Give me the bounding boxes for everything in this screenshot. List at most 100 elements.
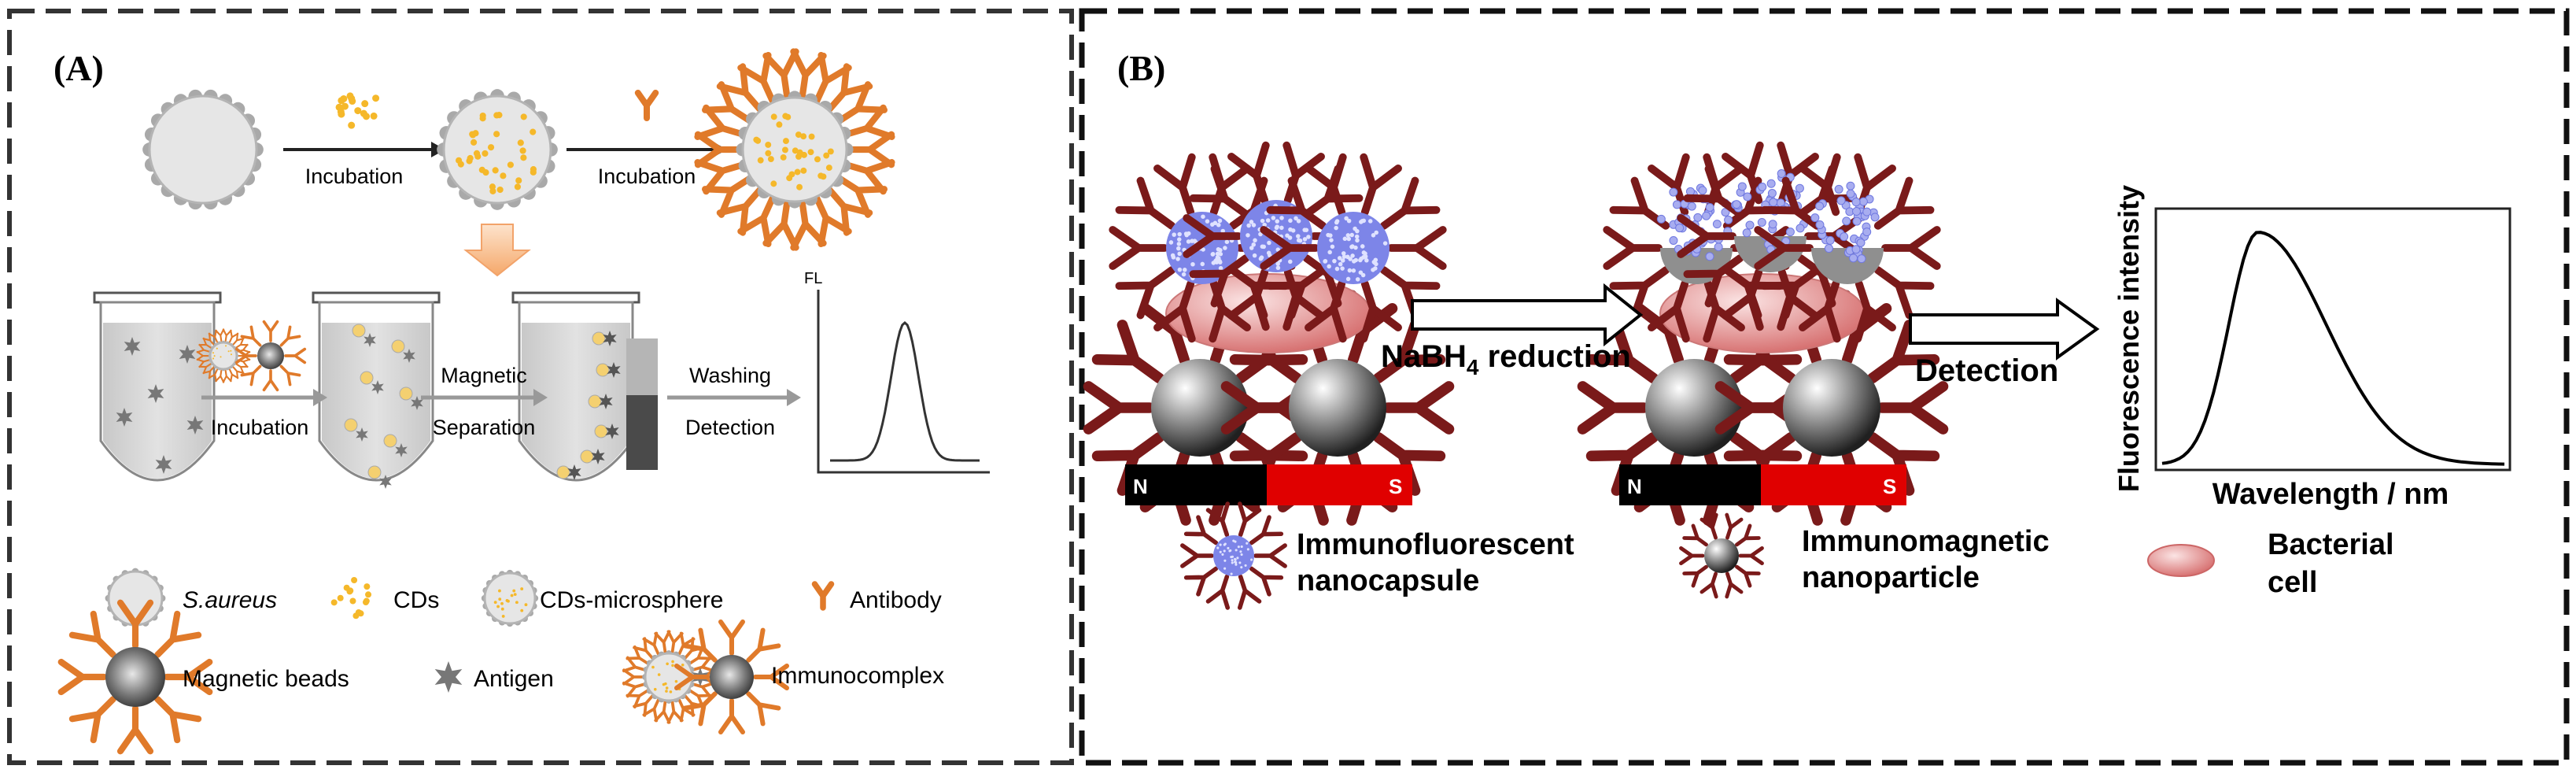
- cd-dot: [364, 583, 371, 590]
- antibody-stroke: [1866, 320, 1940, 384]
- antibody-stroke: [1682, 523, 1708, 547]
- released-dot: [1810, 213, 1820, 223]
- panel-a-legend: S.aureus CDs CDs-microsphere Antibody Ma…: [57, 568, 944, 755]
- capsule-dot: [1231, 555, 1234, 558]
- cd-dot: [520, 587, 524, 591]
- antigen-star: [356, 427, 368, 442]
- released-dot: [1767, 189, 1777, 198]
- antibody-y: [1699, 512, 1718, 540]
- cd-dot: [757, 157, 764, 164]
- capsule-dot: [1240, 566, 1243, 569]
- cd-dot: [505, 598, 509, 602]
- capsule-dot: [1176, 246, 1181, 251]
- released-dot: [1846, 181, 1855, 190]
- capsule-dot: [1296, 219, 1301, 224]
- antibody-stroke: [1083, 381, 1155, 435]
- panel-b: (B) N S N S NaBH4 reduction Detection Fl…: [1079, 8, 2570, 766]
- antibody-y: [1683, 254, 1744, 308]
- antibody-y: [746, 627, 781, 663]
- capsule-dot: [1223, 567, 1227, 570]
- cd-dot: [782, 146, 788, 153]
- released-dot: [1769, 198, 1778, 207]
- antibody-stroke: [682, 627, 718, 663]
- released-dot: [1687, 202, 1696, 211]
- antibody-stroke: [1387, 226, 1447, 270]
- antibody-y: [1183, 214, 1242, 258]
- antigen-star: [591, 449, 605, 464]
- antibody-y: [1609, 176, 1670, 230]
- capsule-dot: [1374, 230, 1378, 235]
- antibody-stroke: [1091, 320, 1165, 384]
- antibody-stroke: [1735, 564, 1761, 588]
- capsule-dot: [1253, 238, 1257, 243]
- cd-dot: [669, 690, 673, 693]
- antibody-y: [1679, 546, 1705, 566]
- antibody-y: [154, 696, 202, 744]
- cd-dot: [651, 665, 655, 669]
- cd-dot: [341, 102, 349, 110]
- cd-dot: [225, 345, 227, 347]
- capsule-dot: [1359, 220, 1364, 224]
- antigen-star: [605, 423, 619, 439]
- antibody-y: [1760, 176, 1821, 230]
- plot-y-label: Fluorescence intensity: [2113, 185, 2145, 492]
- magnet-right-n: [1619, 464, 1761, 505]
- antibody-stroke: [1249, 515, 1284, 546]
- cd-dot: [330, 599, 338, 606]
- cd-dot: [513, 593, 517, 597]
- released-dot: [1834, 184, 1843, 194]
- antibody-y: [1115, 266, 1176, 320]
- capsule-dot: [1234, 563, 1238, 566]
- antibody-stroke: [1227, 141, 1270, 205]
- released-dot: [1672, 200, 1681, 209]
- antibody-y: [1227, 268, 1270, 331]
- cd-dot: [212, 352, 215, 354]
- released-dot: [1825, 235, 1835, 245]
- capsule-dot: [1186, 239, 1191, 244]
- cd-dot: [493, 112, 500, 119]
- antibody-y: [1873, 176, 1935, 230]
- cd-dot: [489, 187, 496, 194]
- antibody-y: [279, 325, 301, 347]
- antibody-stroke: [68, 696, 116, 744]
- tube-liquid: [103, 323, 212, 479]
- cd-dot: [820, 173, 827, 180]
- antibody-y: [1153, 279, 1196, 343]
- antigen-star: [603, 331, 617, 346]
- antibody-stroke: [279, 364, 301, 386]
- released-dot: [1714, 242, 1723, 252]
- cell-body: [148, 94, 258, 205]
- antibody-stroke: [1153, 153, 1196, 216]
- capsule-dot: [1328, 233, 1333, 238]
- cd-dot: [456, 157, 463, 164]
- antibody-stroke: [718, 698, 745, 734]
- antibody-stroke: [1738, 546, 1764, 566]
- antibody-y: [1153, 153, 1196, 216]
- cd-dot: [753, 136, 760, 143]
- cd-dot: [665, 690, 668, 693]
- cd-dot: [487, 144, 495, 151]
- legend-nanocapsule-line1: Immunofluorescent: [1297, 528, 1574, 561]
- released-dot: [1846, 189, 1855, 198]
- antigen-star: [395, 443, 408, 457]
- antibody-y: [1722, 141, 1764, 205]
- tube-cap: [312, 291, 441, 304]
- cd-dot: [216, 347, 218, 350]
- cds-cluster: [335, 92, 380, 129]
- capsule-dot: [1177, 231, 1182, 237]
- fl-plot-axes: [817, 290, 990, 474]
- cd-dot: [671, 660, 674, 664]
- tube-liquid: [322, 323, 430, 479]
- cd-microsphere-dot: [344, 418, 358, 432]
- antibody-y: [1305, 279, 1347, 343]
- cd-dot: [520, 154, 527, 161]
- capsule-dot: [1260, 218, 1265, 224]
- capsule-dot: [1350, 253, 1355, 258]
- released-dot: [1857, 254, 1866, 264]
- cd-dot: [372, 94, 380, 102]
- antigen-star: [379, 475, 392, 489]
- released-dot: [1851, 198, 1861, 207]
- capsule-dot: [1351, 268, 1356, 273]
- antibody-y: [1799, 153, 1841, 216]
